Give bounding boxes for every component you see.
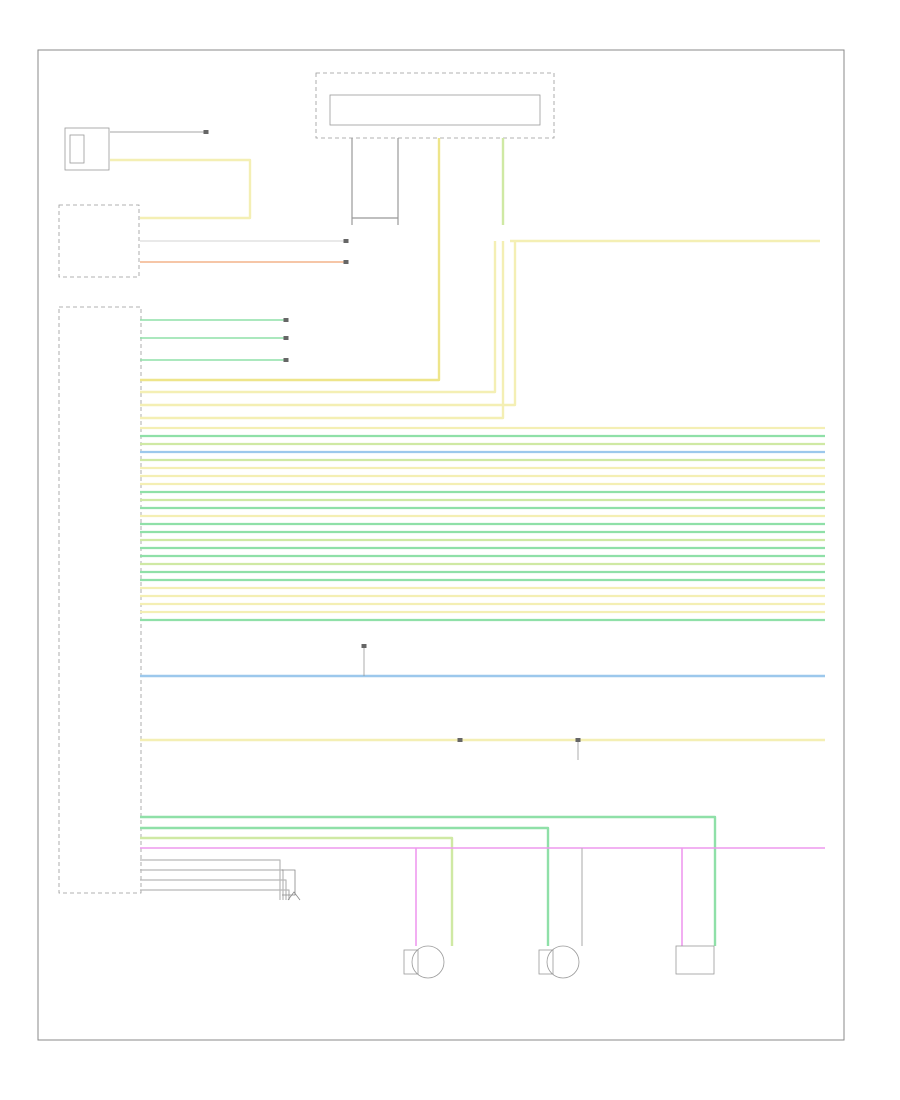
wire-top-to-cluster-3: [140, 241, 497, 394]
brake-switch-box: [58, 204, 140, 278]
wire-signal-splice-2: [575, 738, 581, 742]
wire-antenna-3: [140, 889, 290, 900]
wire-passenger-sensor: [140, 815, 717, 946]
top-module-inner: [329, 94, 541, 126]
antenna-icon: [282, 869, 301, 901]
wire-antenna-2: [140, 879, 287, 900]
wire-cluster-stub-2-connector: [283, 358, 289, 362]
connector-nodes: [203, 130, 581, 742]
cluster-box: [58, 306, 142, 894]
wires-group: [110, 131, 825, 946]
diagram-frame: [37, 49, 845, 1041]
wire-top-to-cluster-1: [140, 241, 505, 420]
passenger-seat-sensor: [675, 945, 715, 975]
wire-signal-splice-1: [457, 738, 463, 742]
wire-rh-sensor: [140, 826, 550, 946]
wire-can-ground-node: [361, 644, 367, 648]
ignition-switch-box: [64, 127, 110, 171]
wire-top-to-cluster-2: [140, 225, 441, 382]
wire-cluster-stub-0-connector: [283, 318, 289, 322]
top-module-box: [315, 72, 555, 139]
wire-ignition-feed-connector: [203, 130, 209, 134]
rh-front-wheel-speed-sensor: [538, 945, 580, 979]
wire-ignition-to-brake: [110, 158, 252, 220]
wire-brake-out-1-connector: [343, 239, 349, 243]
wire-cluster-stub-1-connector: [283, 336, 289, 340]
wire-brake-out-2-connector: [343, 260, 349, 264]
wire-lh-sensor: [140, 836, 454, 946]
ignition-inner: [69, 134, 85, 164]
wire-antenna-1: [140, 869, 284, 900]
lh-front-wheel-speed-sensor: [403, 945, 445, 979]
wire-antenna-0: [140, 859, 281, 900]
wire-top-to-cluster-4: [140, 241, 517, 407]
